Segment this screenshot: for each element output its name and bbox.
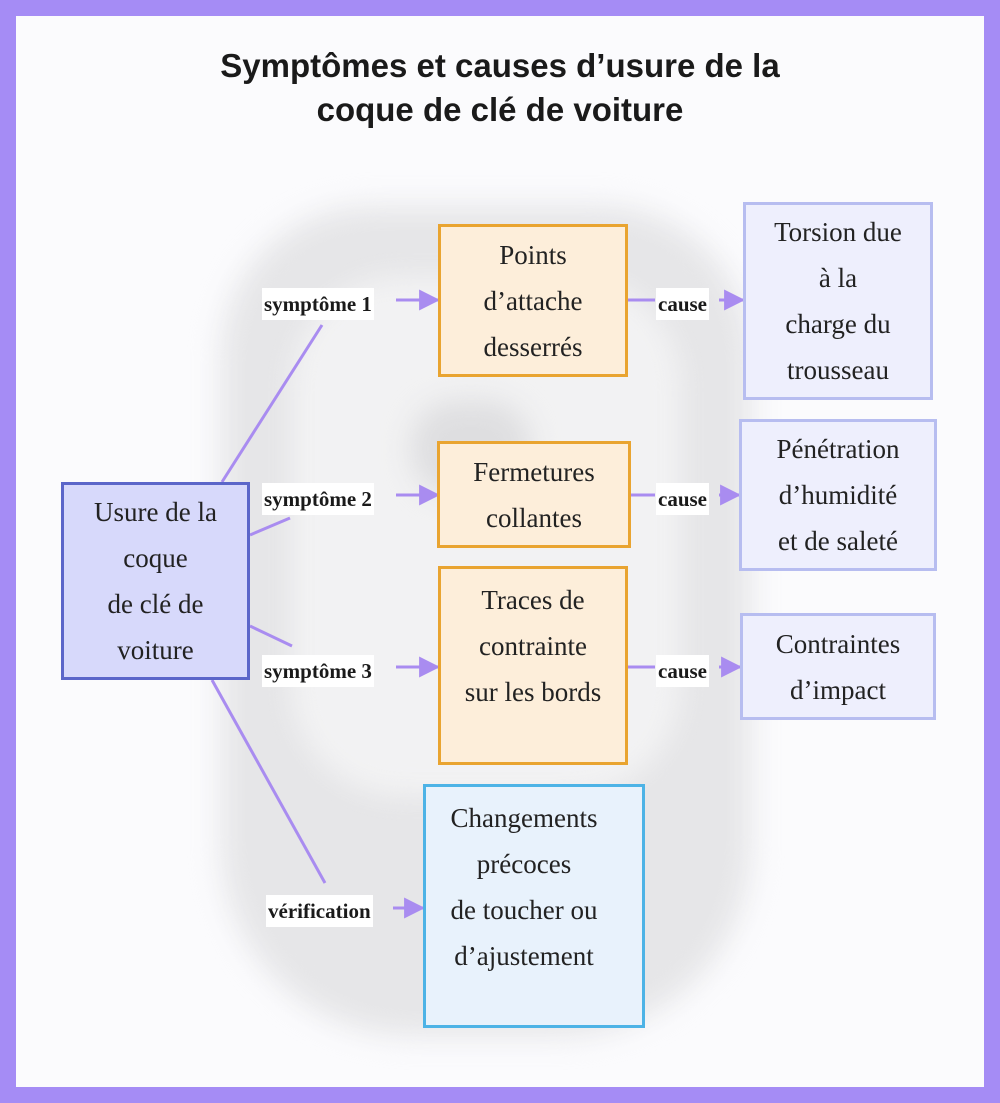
cause-node-2: Pénétration d’humidité et de saleté — [739, 419, 937, 571]
edge-root-check — [210, 679, 327, 884]
edge-label-cause-3: cause — [656, 655, 709, 687]
edge-label-cause-1: cause — [656, 288, 709, 320]
edge-label-check: vérification — [266, 895, 373, 927]
edge-label-symptom-2: symptôme 2 — [262, 483, 374, 515]
check-node: Changements précoces de toucher ou d’aju… — [423, 784, 645, 1028]
symptom-node-2: Fermetures collantes — [437, 441, 631, 548]
diagram-title: Symptômes et causes d’usure de la coque … — [220, 47, 780, 128]
edge-label-symptom-3: symptôme 3 — [262, 655, 374, 687]
edge-root-symptom-3 — [249, 624, 293, 648]
edge-root-symptom-1 — [220, 324, 324, 483]
symptom-node-3: Traces de contrainte sur les bords — [438, 566, 628, 765]
symptom-node-1: Points d’attache desserrés — [438, 224, 628, 377]
cause-node-1: Torsion due à la charge du trousseau — [743, 202, 933, 400]
cause-node-3: Contraintes d’impact — [740, 613, 936, 720]
edge-label-symptom-1: symptôme 1 — [262, 288, 374, 320]
edge-root-symptom-2 — [249, 516, 291, 537]
edge-label-cause-2: cause — [656, 483, 709, 515]
root-node: Usure de la coque de clé de voiture — [61, 482, 250, 680]
